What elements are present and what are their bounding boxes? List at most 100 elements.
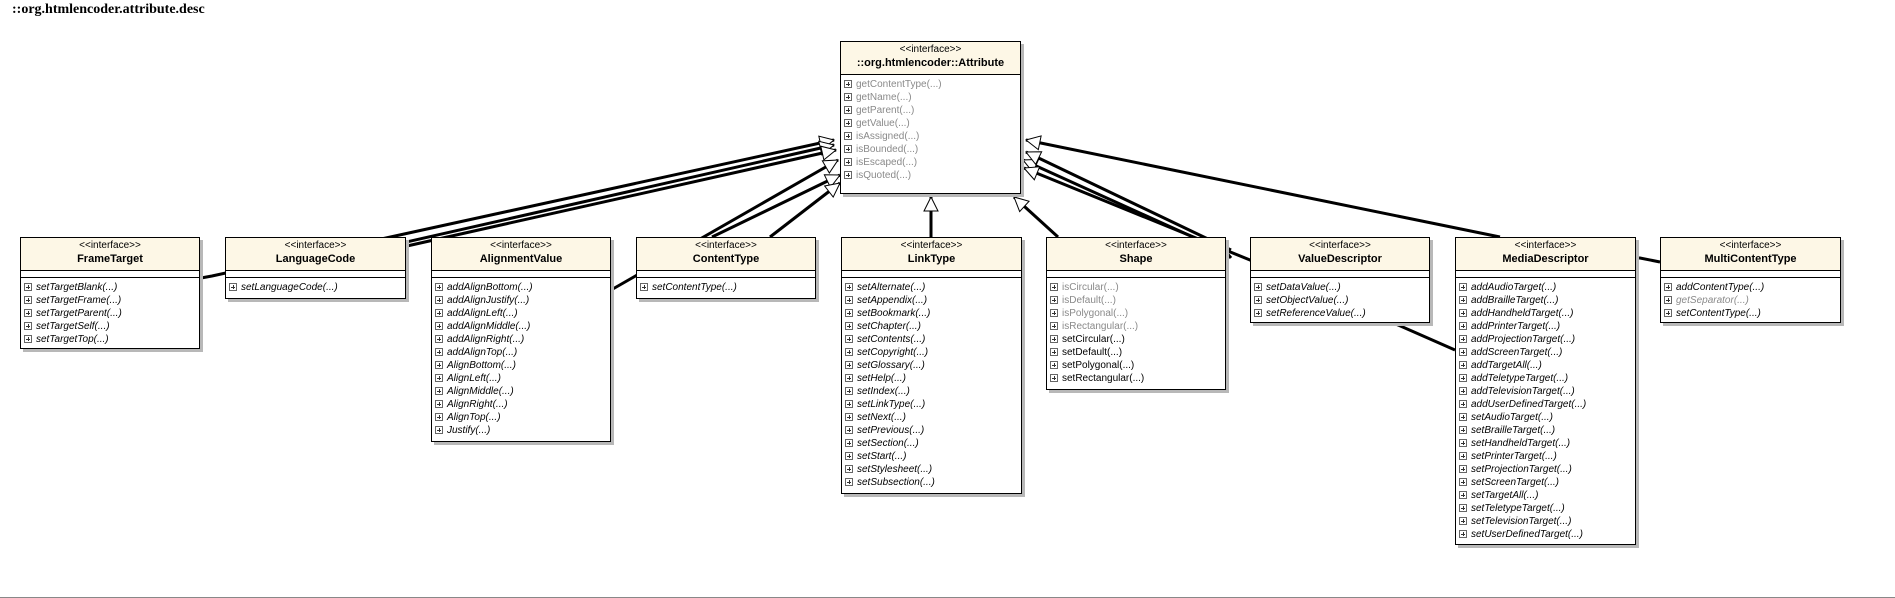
method-item[interactable]: setPolygonal(...) xyxy=(1050,359,1225,372)
expand-icon[interactable] xyxy=(845,322,853,330)
method-item[interactable]: addProjectionTarget(...) xyxy=(1459,333,1635,346)
method-item[interactable]: setCopyright(...) xyxy=(845,346,1021,359)
expand-icon[interactable] xyxy=(845,426,853,434)
method-item[interactable]: addUserDefinedTarget(...) xyxy=(1459,398,1635,411)
method-item[interactable]: setContents(...) xyxy=(845,333,1021,346)
expand-icon[interactable] xyxy=(1050,283,1058,291)
method-item[interactable]: setRectangular(...) xyxy=(1050,372,1225,385)
expand-icon[interactable] xyxy=(844,93,852,101)
expand-icon[interactable] xyxy=(435,335,443,343)
expand-icon[interactable] xyxy=(435,296,443,304)
method-item[interactable]: addAudioTarget(...) xyxy=(1459,281,1635,294)
method-item[interactable]: addAlignTop(...) xyxy=(435,346,610,359)
method-item[interactable]: setLinkType(...) xyxy=(845,398,1021,411)
expand-icon[interactable] xyxy=(844,106,852,114)
method-item[interactable]: setPrinterTarget(...) xyxy=(1459,450,1635,463)
method-item[interactable]: setTargetTop(...) xyxy=(24,333,199,346)
method-item[interactable]: addAlignBottom(...) xyxy=(435,281,610,294)
method-item[interactable]: setTargetAll(...) xyxy=(1459,489,1635,502)
expand-icon[interactable] xyxy=(640,283,648,291)
expand-icon[interactable] xyxy=(435,413,443,421)
expand-icon[interactable] xyxy=(1459,335,1467,343)
method-item[interactable]: setTargetFrame(...) xyxy=(24,294,199,307)
expand-icon[interactable] xyxy=(1459,491,1467,499)
expand-icon[interactable] xyxy=(1254,296,1262,304)
expand-icon[interactable] xyxy=(1459,361,1467,369)
method-item[interactable]: setObjectValue(...) xyxy=(1254,294,1429,307)
expand-icon[interactable] xyxy=(435,426,443,434)
method-item[interactable]: setDataValue(...) xyxy=(1254,281,1429,294)
method-item[interactable]: setContentType(...) xyxy=(640,281,815,294)
method-item[interactable]: setTelevisionTarget(...) xyxy=(1459,515,1635,528)
method-item[interactable]: setTargetParent(...) xyxy=(24,307,199,320)
method-item[interactable]: addTargetAll(...) xyxy=(1459,359,1635,372)
method-item[interactable]: AlignRight(...) xyxy=(435,398,610,411)
expand-icon[interactable] xyxy=(1459,374,1467,382)
expand-icon[interactable] xyxy=(844,80,852,88)
expand-icon[interactable] xyxy=(845,452,853,460)
expand-icon[interactable] xyxy=(1459,296,1467,304)
method-item[interactable]: setStart(...) xyxy=(845,450,1021,463)
expand-icon[interactable] xyxy=(229,283,237,291)
expand-icon[interactable] xyxy=(844,145,852,153)
expand-icon[interactable] xyxy=(1459,530,1467,538)
method-item[interactable]: addContentType(...) xyxy=(1664,281,1840,294)
expand-icon[interactable] xyxy=(845,348,853,356)
method-item[interactable]: setAlternate(...) xyxy=(845,281,1021,294)
method-item[interactable]: addAlignRight(...) xyxy=(435,333,610,346)
method-item[interactable]: setBookmark(...) xyxy=(845,307,1021,320)
method-item[interactable]: isBounded(...) xyxy=(844,143,1020,156)
expand-icon[interactable] xyxy=(1050,309,1058,317)
method-item[interactable]: isQuoted(...) xyxy=(844,169,1020,182)
expand-icon[interactable] xyxy=(1664,296,1672,304)
expand-icon[interactable] xyxy=(1459,387,1467,395)
expand-icon[interactable] xyxy=(844,132,852,140)
expand-icon[interactable] xyxy=(1050,335,1058,343)
expand-icon[interactable] xyxy=(844,158,852,166)
expand-icon[interactable] xyxy=(1664,309,1672,317)
method-item[interactable]: setTargetBlank(...) xyxy=(24,281,199,294)
method-item[interactable]: addBrailleTarget(...) xyxy=(1459,294,1635,307)
expand-icon[interactable] xyxy=(845,465,853,473)
method-item[interactable]: setSection(...) xyxy=(845,437,1021,450)
expand-icon[interactable] xyxy=(1459,400,1467,408)
method-item[interactable]: getSeparator(...) xyxy=(1664,294,1840,307)
method-item[interactable]: addAlignMiddle(...) xyxy=(435,320,610,333)
attribute-interface-box[interactable]: <<interface>> ::org.htmlencoder::Attribu… xyxy=(840,41,1021,194)
method-item[interactable]: addAlignLeft(...) xyxy=(435,307,610,320)
method-item[interactable]: setUserDefinedTarget(...) xyxy=(1459,528,1635,541)
method-item[interactable]: addHandheldTarget(...) xyxy=(1459,307,1635,320)
method-item[interactable]: addAlignJustify(...) xyxy=(435,294,610,307)
expand-icon[interactable] xyxy=(435,387,443,395)
expand-icon[interactable] xyxy=(435,400,443,408)
method-item[interactable]: AlignLeft(...) xyxy=(435,372,610,385)
expand-icon[interactable] xyxy=(435,361,443,369)
expand-icon[interactable] xyxy=(24,283,32,291)
expand-icon[interactable] xyxy=(845,296,853,304)
expand-icon[interactable] xyxy=(1664,283,1672,291)
expand-icon[interactable] xyxy=(1459,322,1467,330)
method-item[interactable]: setScreenTarget(...) xyxy=(1459,476,1635,489)
expand-icon[interactable] xyxy=(435,374,443,382)
expand-icon[interactable] xyxy=(1050,374,1058,382)
method-item[interactable]: setHandheldTarget(...) xyxy=(1459,437,1635,450)
expand-icon[interactable] xyxy=(1459,478,1467,486)
expand-icon[interactable] xyxy=(24,296,32,304)
method-item[interactable]: setReferenceValue(...) xyxy=(1254,307,1429,320)
expand-icon[interactable] xyxy=(1459,348,1467,356)
expand-icon[interactable] xyxy=(844,171,852,179)
expand-icon[interactable] xyxy=(24,335,32,343)
expand-icon[interactable] xyxy=(24,309,32,317)
method-item[interactable]: setTargetSelf(...) xyxy=(24,320,199,333)
method-item[interactable]: AlignBottom(...) xyxy=(435,359,610,372)
expand-icon[interactable] xyxy=(1254,283,1262,291)
expand-icon[interactable] xyxy=(435,283,443,291)
method-item[interactable]: getContentType(...) xyxy=(844,78,1020,91)
method-item[interactable]: isPolygonal(...) xyxy=(1050,307,1225,320)
expand-icon[interactable] xyxy=(24,322,32,330)
method-item[interactable]: setTeletypeTarget(...) xyxy=(1459,502,1635,515)
method-item[interactable]: setAppendix(...) xyxy=(845,294,1021,307)
